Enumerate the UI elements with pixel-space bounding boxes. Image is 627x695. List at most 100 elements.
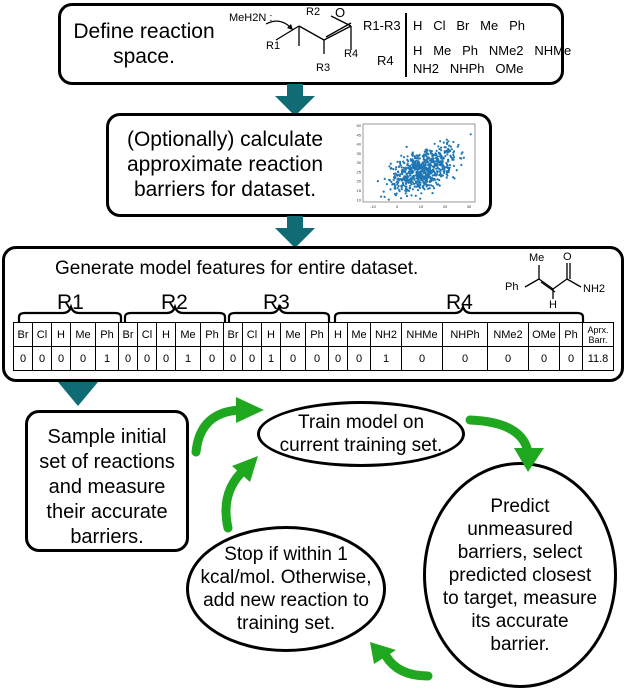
scatter-point: [423, 166, 426, 170]
scatter-point: [389, 167, 392, 170]
scatter-point: [435, 173, 438, 176]
scatter-point: [426, 157, 429, 161]
scatter-point: [422, 154, 425, 158]
scatter-xtick: 0: [396, 204, 399, 209]
scatter-point: [449, 154, 452, 157]
scatter-point: [401, 172, 404, 176]
scatter-point: [420, 174, 423, 177]
scatter-point: [437, 145, 440, 148]
scatter-point: [379, 195, 383, 198]
scatter-point: [409, 187, 412, 190]
sample-initial-text: Sample initial set of reactions and meas…: [39, 426, 175, 548]
scatter-ytick: 50: [357, 123, 362, 128]
scatter-point: [461, 151, 464, 154]
scatter-xtick: 20: [443, 204, 448, 209]
scatter-point: [407, 170, 411, 173]
scatter-point: [396, 183, 399, 186]
scatter-point: [406, 174, 409, 177]
feature-header-cell: Ph: [559, 322, 583, 347]
scatter-point: [435, 181, 438, 184]
scatter-point: [445, 171, 448, 174]
scatter-point: [409, 158, 412, 161]
scatter-point: [422, 181, 425, 184]
scatter-point: [411, 161, 414, 164]
scatter-point: [433, 173, 436, 176]
scatter-point: [417, 180, 421, 183]
scatter-point: [432, 169, 435, 172]
feature-header-cell: OMe: [528, 322, 560, 347]
scatter-point: [449, 145, 452, 148]
scatter-point: [438, 163, 441, 166]
group-label-r1: R1: [57, 291, 84, 314]
scatter-point: [395, 192, 398, 195]
scatter-point: [419, 176, 422, 179]
scatter-point: [445, 176, 448, 179]
scatter-ytick: 15: [357, 188, 362, 193]
scatter-point: [431, 185, 435, 188]
scatter-point: [396, 186, 399, 190]
scatter-point: [404, 181, 407, 185]
scatter-point: [428, 164, 431, 168]
scatter-xtick: 10: [419, 204, 424, 209]
scatter-point: [425, 168, 428, 171]
scatter-point: [400, 178, 403, 181]
scatter-point: [383, 195, 386, 198]
scatter-point: [409, 174, 412, 177]
scatter-point: [419, 181, 422, 184]
scatter-point: [417, 182, 420, 185]
scatter-point: [443, 167, 446, 170]
scatter-point: [422, 162, 425, 165]
scatter-point: [411, 151, 414, 154]
scatter-point: [447, 171, 450, 174]
scatter-point: [406, 164, 409, 167]
scatter-point: [450, 148, 453, 151]
scatter-point: [426, 175, 429, 178]
scatter-point: [452, 156, 456, 159]
scatter-point: [420, 177, 423, 180]
feature-value-cell: 11.8: [582, 346, 614, 371]
scatter-point: [402, 177, 405, 180]
stop-node: Stop if within 1 kcal/mol. Otherwise, ad…: [186, 526, 386, 652]
scatter-point: [444, 166, 447, 169]
scatter-point: [457, 143, 460, 146]
scatter-point: [408, 189, 411, 192]
scatter-point: [447, 151, 450, 154]
define-reaction-space-box: Define reaction space. MeH2N : R2 R1 R3 …: [58, 3, 571, 85]
scatter-point: [440, 146, 443, 149]
scatter-point: [427, 172, 430, 175]
scatter-point: [431, 174, 434, 177]
scatter-point: [440, 155, 443, 158]
scatter-point: [400, 166, 403, 169]
scatter-point: [405, 195, 409, 198]
scatter-point: [419, 165, 422, 168]
predict-text: Predict unmeasured barriers, select pred…: [442, 495, 598, 655]
scatter-point: [410, 171, 414, 174]
scatter-point: [455, 169, 458, 172]
scatter-point: [403, 162, 406, 165]
scatter-point: [435, 157, 438, 160]
scatter-point: [460, 163, 463, 167]
scatter-point: [404, 192, 407, 195]
feature-value-cell: 0: [200, 346, 224, 371]
scatter-point: [436, 166, 439, 169]
mol-me-label: Me: [529, 252, 545, 264]
feature-header-cell: NMe2: [487, 322, 529, 347]
scatter-point: [394, 187, 397, 190]
scatter-ytick: 40: [357, 142, 362, 147]
scatter-point: [447, 140, 450, 143]
scatter-point: [442, 157, 445, 160]
arrow-sample-to-train: [191, 397, 264, 457]
scatter-point: [420, 163, 423, 166]
scatter-point: [447, 147, 450, 150]
scatter-point: [401, 170, 404, 173]
r4-label: R4: [377, 53, 394, 68]
scatter-point: [438, 167, 441, 171]
feature-header-cell: NH2: [370, 322, 402, 347]
scatter-point: [436, 183, 439, 186]
scatter-point: [443, 150, 446, 153]
scatter-point: [416, 168, 419, 171]
scatter-point: [444, 155, 447, 158]
mol-h-label: H: [549, 299, 557, 311]
scatter-point: [459, 157, 462, 160]
